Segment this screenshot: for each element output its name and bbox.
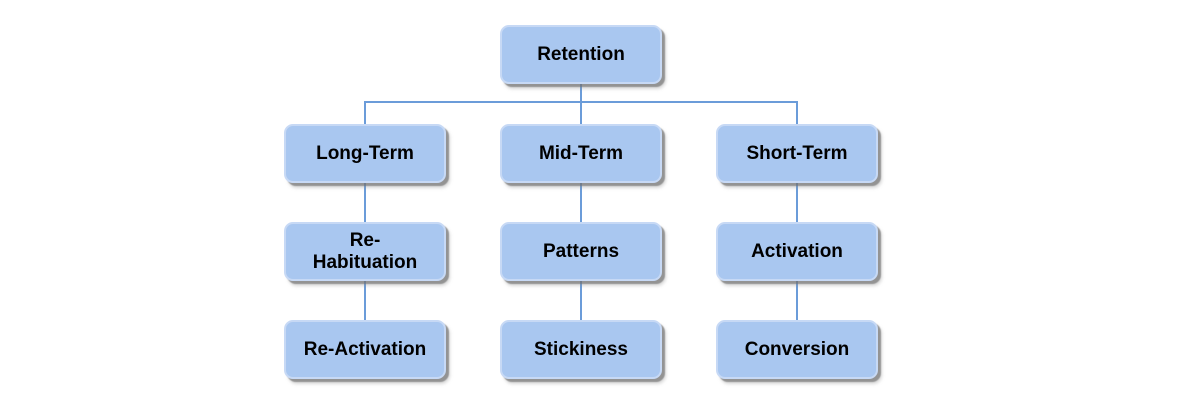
- connector-longterm-rehab: [364, 183, 366, 222]
- connector-activation-conversion: [796, 281, 798, 320]
- connector-rehab-reactivation: [364, 281, 366, 320]
- node-re-activation: Re-Activation: [284, 320, 446, 379]
- connector-drop-mid-term: [580, 101, 582, 124]
- node-stickiness: Stickiness: [500, 320, 662, 379]
- node-long-term: Long-Term: [284, 124, 446, 183]
- node-conversion: Conversion: [716, 320, 878, 379]
- connector-shortterm-activation: [796, 183, 798, 222]
- node-retention: Retention: [500, 25, 662, 84]
- connector-retention-trunk: [580, 84, 582, 103]
- node-mid-term: Mid-Term: [500, 124, 662, 183]
- node-short-term: Short-Term: [716, 124, 878, 183]
- connector-midterm-patterns: [580, 183, 582, 222]
- node-patterns: Patterns: [500, 222, 662, 281]
- connector-drop-long-term: [364, 101, 366, 124]
- connector-drop-short-term: [796, 101, 798, 124]
- node-re-habituation: Re- Habituation: [284, 222, 446, 281]
- node-activation: Activation: [716, 222, 878, 281]
- connector-patterns-stickiness: [580, 281, 582, 320]
